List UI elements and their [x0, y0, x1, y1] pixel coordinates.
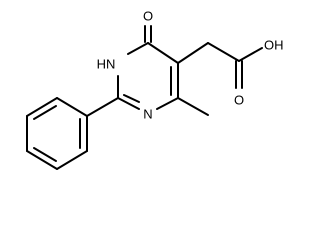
atom-label-carbonyl-oxygen: O: [143, 9, 153, 24]
bond-ph-2-inner: [33, 105, 57, 120]
bond-ph-4-inner: [33, 147, 57, 162]
bond-ph-4: [26, 150, 58, 170]
bond-n1-c2-inner: [123, 94, 140, 103]
acetic-acid-group: [177, 42, 263, 89]
bond-cooh-oh: [238, 47, 263, 62]
carbonyl-group: [144, 25, 152, 43]
bond-c2-phenyl: [86, 97, 119, 117]
phenyl-ring: [26, 97, 119, 170]
bond-ph-5: [56, 150, 88, 170]
atom-label-ring-nh: HN: [97, 57, 116, 72]
bond-ch2-cooh: [207, 42, 240, 62]
bond-methyl: [177, 97, 209, 116]
bond-ph-1: [56, 97, 88, 117]
pyrimidinone-ring: [117, 42, 179, 110]
atom-label-ring-n: N: [143, 107, 152, 122]
bond-n1-c2: [117, 97, 140, 110]
chemical-structure: O HN N OH O: [26, 9, 284, 170]
bond-c5-ch2: [177, 42, 209, 64]
bond-n3-c4: [127, 42, 149, 55]
bond-c4-c5: [147, 42, 179, 64]
atom-label-acid-oxygen: O: [234, 93, 244, 108]
bond-c6-n1: [156, 97, 179, 110]
bond-ph-2: [26, 97, 58, 117]
atom-label-hydroxyl: OH: [264, 38, 284, 53]
